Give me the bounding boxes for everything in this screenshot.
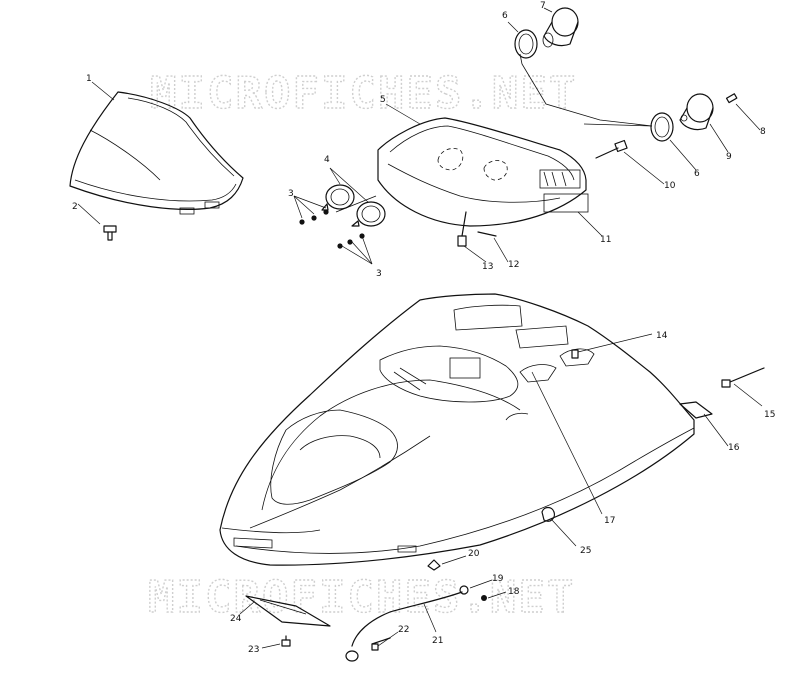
- gauge-bracket-left: [321, 184, 355, 211]
- bezel-ring-top: [514, 29, 538, 59]
- callout-10: 10: [664, 181, 676, 191]
- callout-22: 22: [398, 625, 409, 635]
- decal-panel-part: [543, 193, 589, 213]
- callout-11: 11: [600, 235, 611, 245]
- callout-14: 14: [656, 331, 668, 341]
- lower-nut-part: [481, 595, 487, 601]
- hood-cable-part: [721, 367, 765, 388]
- nuts-lower: [337, 233, 365, 249]
- cable-part: [457, 211, 467, 247]
- nuts-upper: [299, 209, 329, 225]
- callout-13: 13: [482, 262, 493, 272]
- latch-cable-part: [345, 591, 463, 662]
- bezel-ring-right: [650, 112, 674, 142]
- clip-part: [541, 506, 555, 522]
- callout-6-right: 6: [694, 169, 700, 179]
- watermark-bottom: MICROFICHES.NET: [148, 572, 575, 623]
- callout-3-lower: 3: [376, 269, 382, 279]
- grommet-part: [427, 559, 441, 571]
- callout-20: 20: [468, 549, 480, 559]
- gauge-bracket-right: [351, 201, 386, 227]
- callout-4: 4: [324, 155, 330, 165]
- callout-23: 23: [248, 645, 259, 655]
- callout-6-top: 6: [502, 11, 508, 21]
- pin-part: [477, 231, 497, 237]
- gauge-right: [679, 93, 714, 131]
- gauge-top: [542, 7, 579, 48]
- callout-21: 21: [432, 636, 443, 646]
- callout-1: 1: [86, 74, 92, 84]
- callout-17: 17: [604, 516, 615, 526]
- bulb-part: [725, 93, 738, 104]
- callout-8: 8: [760, 127, 766, 137]
- wire-harness-part: [595, 139, 628, 159]
- callout-labels: 1 2 3 3 4 5 6 6 7 8 9 10 11 12 13 14 15 …: [72, 1, 775, 655]
- callout-3-upper: 3: [288, 189, 294, 199]
- callout-18: 18: [508, 587, 520, 597]
- windshield-part: [69, 91, 244, 215]
- screw-part: [103, 225, 117, 241]
- watermark-top: MICROFICHES.NET: [150, 68, 577, 119]
- callout-15: 15: [764, 410, 775, 420]
- latch-plate-part: [679, 401, 713, 419]
- callout-19: 19: [492, 574, 504, 584]
- leader-lines: [77, 7, 763, 649]
- callout-12: 12: [508, 260, 519, 270]
- lower-clip-part: [459, 585, 469, 595]
- callout-2: 2: [72, 202, 78, 212]
- callout-5: 5: [380, 95, 386, 105]
- callout-24: 24: [230, 614, 242, 624]
- callout-9: 9: [726, 152, 732, 162]
- callout-7: 7: [540, 1, 546, 11]
- splash-plate-part: [245, 595, 331, 627]
- hood-assembly: [219, 293, 695, 566]
- lower-screw-part: [281, 635, 291, 647]
- console-part: [377, 117, 587, 227]
- hood-bolt-part: [571, 349, 579, 359]
- callout-16: 16: [728, 443, 740, 453]
- callout-25: 25: [580, 546, 591, 556]
